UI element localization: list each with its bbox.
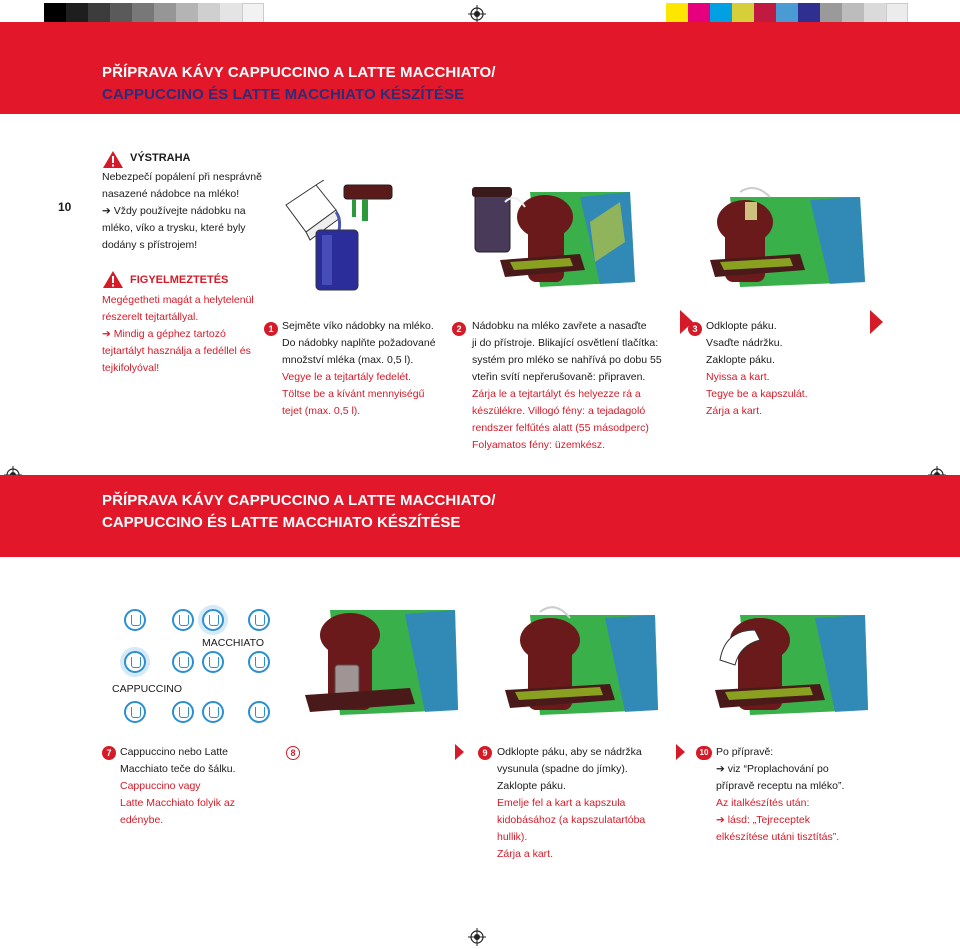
cup-button-icon [172,701,194,723]
registration-mark-icon [468,928,486,946]
milk-jug-illustration [285,180,393,291]
warning-cz-line: ➔ Vždy používejte nádobku na [102,205,246,217]
coffee-machine-capsule-illustration [710,187,865,287]
step7-text: Cappuccino nebo Latte Macchiato teče do … [120,744,236,829]
step7-hu-line: Cappuccino vagy [120,780,201,792]
step-number-badge: 10 [696,746,712,760]
top-title-band [0,22,960,114]
step9-text: Odklopte páku, aby se nádržka vysunula (… [497,744,645,863]
step1-hu-line: Vegye le a tejtartály fedelét. [282,371,411,383]
drink-button-panel: MACCHIATO CAPPUCCINO [110,605,270,730]
cappuccino-label: CAPPUCCINO [112,683,183,695]
step9-hu-line: Emelje fel a kart a kapszula [497,797,626,809]
cup-button-icon-lit [124,651,146,673]
next-arrow-icon [870,310,883,334]
step1-text: Sejměte víko nádobky na mléko. Do nádobk… [282,318,436,420]
step3-cz-line: Zaklopte páku. [706,354,775,366]
bottom-title-band [0,475,960,557]
coffee-machine-lever-illustration [505,606,658,715]
warning-hu-line: részerelt tejtartállyal. [102,311,199,323]
next-arrow-icon [676,744,685,760]
cup-button-icon-lit [202,609,224,631]
step3-hu-line: Zárja a kart. [706,405,763,417]
step9-hu-line: hullik). [497,831,528,843]
warning-hu-line: Megégetheti magát a helytelenül [102,294,254,306]
cup-button-icon [202,651,224,673]
cup-button-icon [248,651,270,673]
step-number-badge: 9 [478,746,492,760]
step3-hu-line: Tegye be a kapszulát. [706,388,808,400]
step9-hu-line: kidobásához (a kapszulatartóba [497,814,646,826]
step1-cz-line: Sejměte víko nádobky na mléko. [282,320,434,332]
step9-cz-line: vysunula (spadne do jímky). [497,763,628,775]
step7-cz-line: Macchiato teče do šálku. [120,763,236,775]
cup-button-icon [248,701,270,723]
warning-cz-line: Nebezpečí popálení při nesprávně [102,171,262,183]
step1-cz-line: množství mléka (max. 0,5 l). [282,354,414,366]
step-number-badge: 8 [286,746,300,760]
cup-button-icon [172,651,194,673]
page-number: 10 [58,200,72,214]
warning-hu-heading: FIGYELMEZTETÉS [130,274,229,286]
step2-text: Nádobku na mléko zavřete a nasaďte ji do… [472,318,662,454]
step2-cz-line: vteřin svítí nepřerušovaně: připraven. [472,371,646,383]
warning-cz-heading: VÝSTRAHA [130,152,191,164]
step-number-badge: 2 [452,322,466,336]
step2-hu-line: készülékre. Villogó fény: a tejadagoló [472,405,646,417]
step1-hu-line: Töltse be a kívánt mennyiségű [282,388,425,400]
step10-cz-line: ➔ viz “Proplachování po [716,763,829,775]
step2-cz-line: ji do přístroje. Blikající osvětlení tla… [472,337,659,349]
step3-hu-line: Nyissa a kart. [706,371,770,383]
warning-triangle-icon [103,271,123,288]
step2-cz-line: Nádobku na mléko zavřete a nasaďte [472,320,647,332]
step1-cz-line: Do nádobky naplňte požadované [282,337,436,349]
top-title-line1: PŘÍPRAVA KÁVY CAPPUCCINO A LATTE MACCHIA… [102,64,496,81]
macchiato-label: MACCHIATO [202,637,265,649]
step10-hu-line: elkészítése utáni tisztítás”. [716,831,840,843]
coffee-machine-cup-illustration [305,610,458,715]
bottom-title-line2: CAPPUCCINO ÉS LATTE MACCHIATO KÉSZÍTÉSE [102,514,461,531]
coffee-machine-with-jug-illustration [472,187,635,287]
warning-cz-line: mléko, víko a trysku, které byly [102,222,246,234]
cup-button-icon [202,701,224,723]
top-title-line2: CAPPUCCINO ÉS LATTE MACCHIATO KÉSZÍTÉSE [102,86,465,103]
step10-cz-line: přípravě receptu na mléko”. [716,780,845,792]
step7-cz-line: Cappuccino nebo Latte [120,746,228,758]
step7-hu-line: Latte Macchiato folyik az [120,797,235,809]
step10-hu-line: Az italkészítés után: [716,797,810,809]
step9-cz-line: Odklopte páku, aby se nádržka [497,746,642,758]
step3-text: Odklopte páku. Vsaďte nádržku. Zaklopte … [706,318,808,420]
cup-button-icon [124,701,146,723]
step-number-badge: 7 [102,746,116,760]
warning-hu-line: tejtartályt használja a fedéllel és [102,345,251,357]
warning-hu-line: ➔ Mindig a géphez tartozó [102,328,226,340]
step1-hu-line: tejet (max. 0,5 l). [282,405,361,417]
warning-triangle-icon [103,151,123,168]
bottom-title-line1: PŘÍPRAVA KÁVY CAPPUCCINO A LATTE MACCHIA… [102,492,496,509]
warning-cz-line: dodány s přístrojem! [102,239,198,251]
step9-cz-line: Zaklopte páku. [497,780,566,792]
cup-button-icon [248,609,270,631]
warning-hu-line: tejkifolyóval! [102,362,160,374]
registration-mark-icon [468,5,486,23]
step-number-badge: 3 [688,322,702,336]
step2-hu-line: Zárja le a tejtartályt és helyezze rá a [472,388,641,400]
step7-hu-line: edénybe. [120,814,164,826]
step9-hu-line: Zárja a kart. [497,848,554,860]
step3-cz-line: Vsaďte nádržku. [706,337,783,349]
step3-cz-line: Odklopte páku. [706,320,777,332]
step2-hu-line: rendszer felfűtés alatt (55 másodperc) [472,422,649,434]
next-arrow-icon [455,744,464,760]
warning-cz-line: nasazené nádobce na mléko! [102,188,240,200]
step10-text: Po přípravě: ➔ viz “Proplachování po pří… [716,744,844,846]
step2-cz-line: systém pro mléko se nahřívá po dobu 55 [472,354,662,366]
cup-button-icon [172,609,194,631]
step10-hu-line: ➔ lásd: „Tejreceptek [716,814,811,826]
cup-button-icon [124,609,146,631]
step-number-badge: 1 [264,322,278,336]
step2-hu-line: Folyamatos fény: üzemkész. [472,439,606,451]
coffee-machine-hand-illustration [715,615,868,715]
step10-cz-line: Po přípravě: [716,746,774,758]
